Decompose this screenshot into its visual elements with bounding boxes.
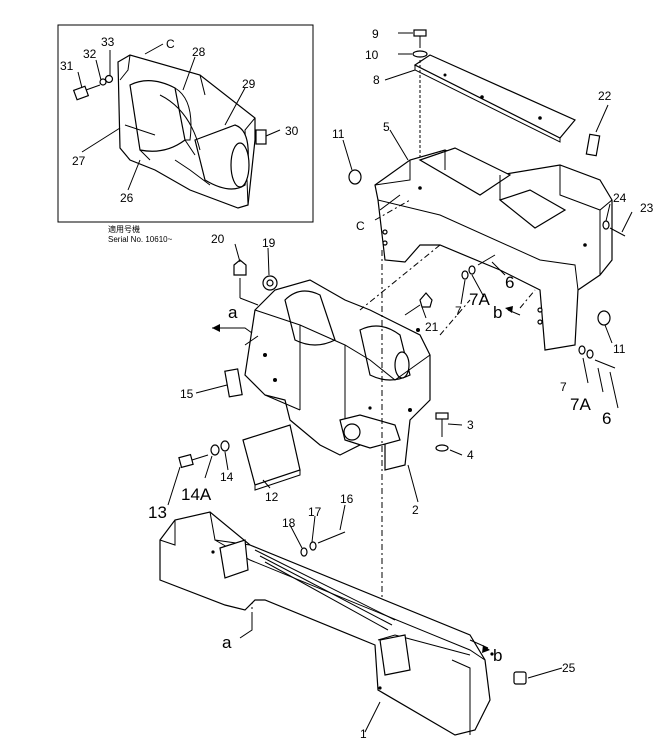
callout-19: 19	[262, 236, 276, 250]
callout-21: 21	[425, 320, 439, 334]
callout-18: 18	[282, 516, 296, 530]
callout-1: 1	[360, 727, 367, 741]
callout-9: 9	[372, 27, 379, 41]
inset-label-27: 27	[72, 154, 86, 168]
inset-detail: 31 32 33 C 28 29 30 27 26	[57, 24, 314, 223]
callout-c: C	[356, 219, 365, 233]
callout-20: 20	[211, 232, 225, 246]
inset-label-28: 28	[192, 45, 206, 59]
callout-13: 13	[148, 503, 167, 522]
inset-label-29: 29	[242, 77, 256, 91]
callout-7a-right: 7A	[570, 395, 591, 414]
callout-15: 15	[180, 387, 194, 401]
inset-label-26: 26	[120, 191, 134, 205]
callout-4: 4	[467, 448, 474, 462]
arrow-a-top: a	[228, 303, 238, 322]
callout-24: 24	[613, 191, 627, 205]
callout-5: 5	[383, 120, 390, 134]
callout-25: 25	[562, 661, 576, 675]
callout-6-top: 6	[505, 273, 514, 292]
callout-2: 2	[412, 503, 419, 517]
serial-caption: 適用号機	[108, 224, 140, 234]
callout-7a-top: 7A	[469, 290, 490, 309]
callout-11-top: 11	[332, 127, 345, 141]
arrow-b-bottom: b	[493, 646, 502, 665]
callout-14a: 14A	[181, 485, 212, 504]
callout-10: 10	[365, 48, 379, 62]
part-5-cover	[374, 147, 613, 351]
part-8-plate	[413, 54, 576, 143]
callout-23: 23	[640, 201, 654, 215]
part-1-bottom-cover	[159, 511, 494, 736]
callout-8: 8	[373, 73, 380, 87]
callout-16: 16	[340, 492, 354, 506]
serial-number: Serial No. 10610~	[108, 235, 173, 244]
arrow-a-bottom: a	[222, 633, 232, 652]
callout-12: 12	[265, 490, 279, 504]
part-2-bracket	[244, 279, 431, 471]
inset-label-c: C	[166, 37, 175, 51]
callout-11-right: 11	[613, 342, 626, 356]
callout-22: 22	[598, 89, 612, 103]
callout-6-right: 6	[602, 409, 611, 428]
callout-17: 17	[308, 505, 322, 519]
inset-label-33: 33	[101, 35, 115, 49]
callout-14: 14	[220, 470, 234, 484]
callout-7-right: 7	[560, 380, 567, 394]
arrow-b-top: b	[493, 303, 502, 322]
inset-label-30: 30	[285, 124, 299, 138]
inset-label-32: 32	[83, 47, 97, 61]
inset-label-31: 31	[60, 59, 74, 73]
callout-3: 3	[467, 418, 474, 432]
callout-7-top: 7	[455, 304, 462, 318]
